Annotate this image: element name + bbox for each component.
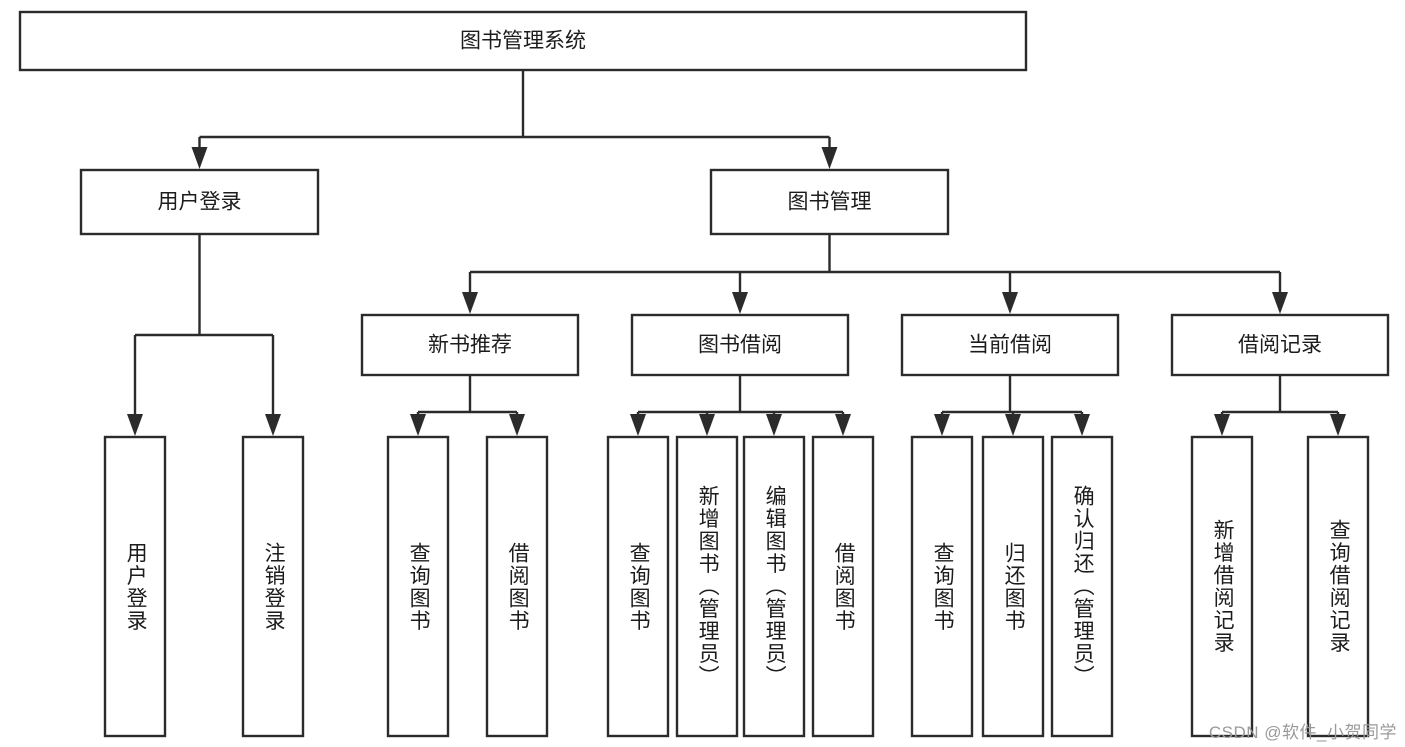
node-label-book-manage: 图书管理 bbox=[788, 191, 872, 214]
arrow-head-icon bbox=[766, 414, 782, 436]
arrow-head-icon bbox=[1330, 414, 1346, 436]
node-leaf-query-book-rec[interactable] bbox=[386, 435, 450, 738]
arrow-head-icon bbox=[1002, 292, 1018, 314]
node-label-book-borrow: 图书借阅 bbox=[698, 334, 782, 357]
node-user-login[interactable] bbox=[79, 168, 320, 236]
arrow-head-icon bbox=[191, 147, 208, 169]
arrow-head-icon bbox=[835, 414, 851, 436]
node-book-borrow[interactable] bbox=[630, 313, 850, 377]
arrow-head-icon bbox=[699, 414, 715, 436]
arrow-head-icon bbox=[630, 414, 646, 436]
node-book-manage[interactable] bbox=[709, 168, 950, 236]
node-title[interactable] bbox=[18, 10, 1028, 72]
node-leaf-borrow-book-rec[interactable] bbox=[485, 435, 549, 738]
node-label-title: 图书管理系统 bbox=[460, 30, 586, 53]
node-label-current-borrow: 当前借阅 bbox=[968, 334, 1052, 357]
node-current-borrow[interactable] bbox=[900, 313, 1120, 377]
node-leaf-logout-login[interactable] bbox=[241, 435, 305, 738]
node-boxes bbox=[18, 10, 1390, 738]
node-leaf-borrow-book-brw[interactable] bbox=[811, 435, 875, 738]
arrow-head-icon bbox=[127, 414, 143, 436]
node-leaf-confirm-return-admin[interactable] bbox=[1050, 435, 1114, 738]
node-leaf-add-record[interactable] bbox=[1190, 435, 1254, 738]
node-new-book-recommend[interactable] bbox=[360, 313, 580, 377]
arrow-head-icon bbox=[462, 292, 478, 314]
node-leaf-add-book-admin[interactable] bbox=[675, 435, 739, 738]
node-label-borrow-record: 借阅记录 bbox=[1238, 334, 1322, 357]
arrow-head-icon bbox=[1272, 292, 1288, 314]
arrow-head-icon bbox=[732, 292, 748, 314]
arrow-head-icon bbox=[1214, 414, 1230, 436]
arrow-head-icon bbox=[1074, 414, 1090, 436]
node-label-new-book-recommend: 新书推荐 bbox=[428, 334, 512, 357]
arrow-head-icon bbox=[265, 414, 281, 436]
arrow-head-icon bbox=[509, 414, 525, 436]
node-leaf-edit-book-admin[interactable] bbox=[742, 435, 806, 738]
arrow-head-icon bbox=[410, 414, 426, 436]
node-label-user-login: 用户登录 bbox=[158, 191, 242, 214]
node-leaf-user-login[interactable] bbox=[103, 435, 167, 738]
node-leaf-query-book-cur[interactable] bbox=[910, 435, 974, 738]
csdn-watermark: CSDN @软件_小贺同学 bbox=[1208, 723, 1397, 742]
arrow-head-icon bbox=[1005, 414, 1021, 436]
node-leaf-query-book-brw[interactable] bbox=[606, 435, 670, 738]
node-leaf-return-book[interactable] bbox=[981, 435, 1045, 738]
connector-edges bbox=[127, 70, 1346, 436]
node-leaf-query-record[interactable] bbox=[1306, 435, 1370, 738]
arrow-head-icon bbox=[821, 147, 838, 169]
arrow-head-icon bbox=[934, 414, 950, 436]
node-borrow-record[interactable] bbox=[1170, 313, 1390, 377]
